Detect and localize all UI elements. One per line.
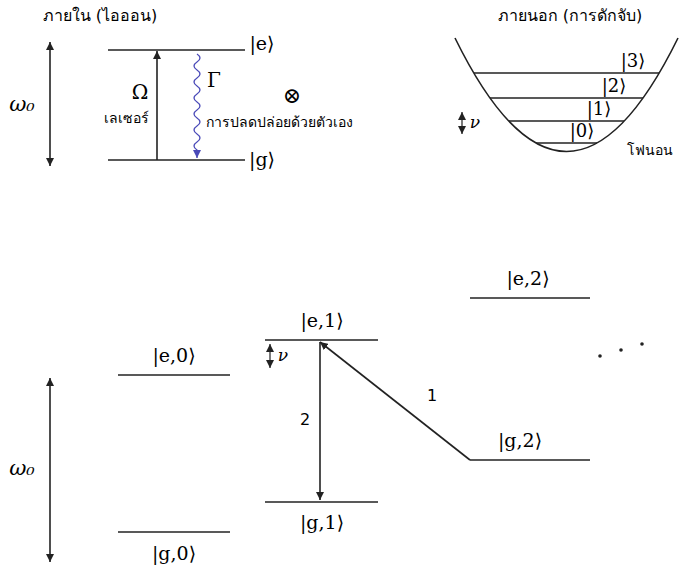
product-symbol: ⊗ [283, 83, 301, 108]
energy-gap-arrow [49, 378, 51, 562]
emission-label: การปลดปล่อยด้วยตัวเอง [206, 114, 353, 130]
continuation-dot [619, 348, 623, 352]
level-line [470, 297, 590, 299]
ground-level [108, 159, 245, 161]
state-label: |e⟩ [249, 33, 274, 55]
trap-potential [455, 38, 678, 152]
continuation-dot [640, 342, 644, 346]
state-label: |g,2⟩ [498, 430, 542, 452]
emission-wave [194, 54, 200, 158]
phonon-level [509, 120, 624, 122]
frequency-label: ω₀ [9, 92, 35, 116]
spacing-arrow [461, 112, 462, 134]
phonon-state: |2⟩ [602, 76, 627, 97]
level-line [118, 531, 230, 533]
spacing-arrow [269, 344, 270, 368]
phonon-state: |0⟩ [570, 121, 595, 142]
level-line [265, 501, 378, 503]
transition-arrow [319, 342, 321, 500]
level-line [118, 374, 230, 376]
spacing-label: ν [278, 346, 288, 366]
decay-label: Γ [207, 69, 221, 92]
phonon-label: โฟนอน [627, 142, 673, 158]
phonon-state: |1⟩ [587, 99, 612, 120]
laser-label: เลเซอร์ [104, 110, 149, 126]
continuation-dot [598, 354, 602, 358]
phonon-level [490, 97, 643, 99]
callout-number: 1 [427, 387, 437, 405]
state-label: |e,2⟩ [506, 268, 549, 290]
state-label: |e,0⟩ [152, 345, 195, 367]
state-label: |g⟩ [249, 149, 275, 171]
transition-arrow [320, 342, 470, 460]
state-label: |g,1⟩ [300, 512, 344, 534]
section-heading: ภายนอก (การดักจับ) [498, 7, 643, 25]
phonon-level [474, 72, 659, 74]
energy-gap-arrow [49, 42, 51, 166]
level-line [265, 339, 378, 341]
spacing-label: ν [470, 113, 480, 133]
state-label: |g,0⟩ [152, 543, 196, 565]
section-heading: ภายใน (ไอออน) [43, 7, 158, 25]
excited-level [108, 49, 245, 51]
frequency-label: ω₀ [9, 456, 35, 480]
callout-number: 2 [300, 411, 310, 429]
phonon-state: |3⟩ [621, 51, 646, 72]
level-line [470, 459, 590, 461]
laser-arrow [156, 51, 158, 160]
phonon-level [536, 142, 597, 144]
rabi-label: Ω [132, 81, 149, 104]
state-label: |e,1⟩ [300, 310, 343, 332]
